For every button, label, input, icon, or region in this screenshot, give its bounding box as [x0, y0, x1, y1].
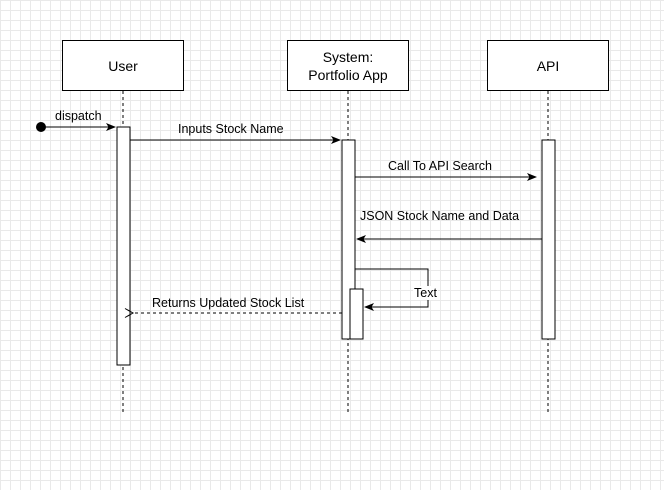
participant-api-label: API — [536, 57, 560, 74]
user-activation — [116, 126, 131, 366]
dispatch-label: dispatch — [55, 109, 102, 123]
participant-system-label-line2: Portfolio App — [308, 66, 388, 83]
participant-system-label-line1: System: — [322, 48, 374, 65]
participant-system: System: Portfolio App — [287, 40, 409, 91]
participant-user: User — [62, 40, 184, 91]
system-nested-activation — [349, 288, 364, 340]
json-response-label: JSON Stock Name and Data — [360, 209, 520, 223]
call-api-label: Call To API Search — [388, 159, 492, 173]
api-activation — [541, 139, 556, 340]
self-call-label: Text — [413, 286, 438, 300]
participant-user-label: User — [108, 57, 138, 74]
participant-api: API — [487, 40, 609, 91]
return-label: Returns Updated Stock List — [152, 296, 305, 310]
inputs-stock-name-label: Inputs Stock Name — [178, 122, 284, 136]
